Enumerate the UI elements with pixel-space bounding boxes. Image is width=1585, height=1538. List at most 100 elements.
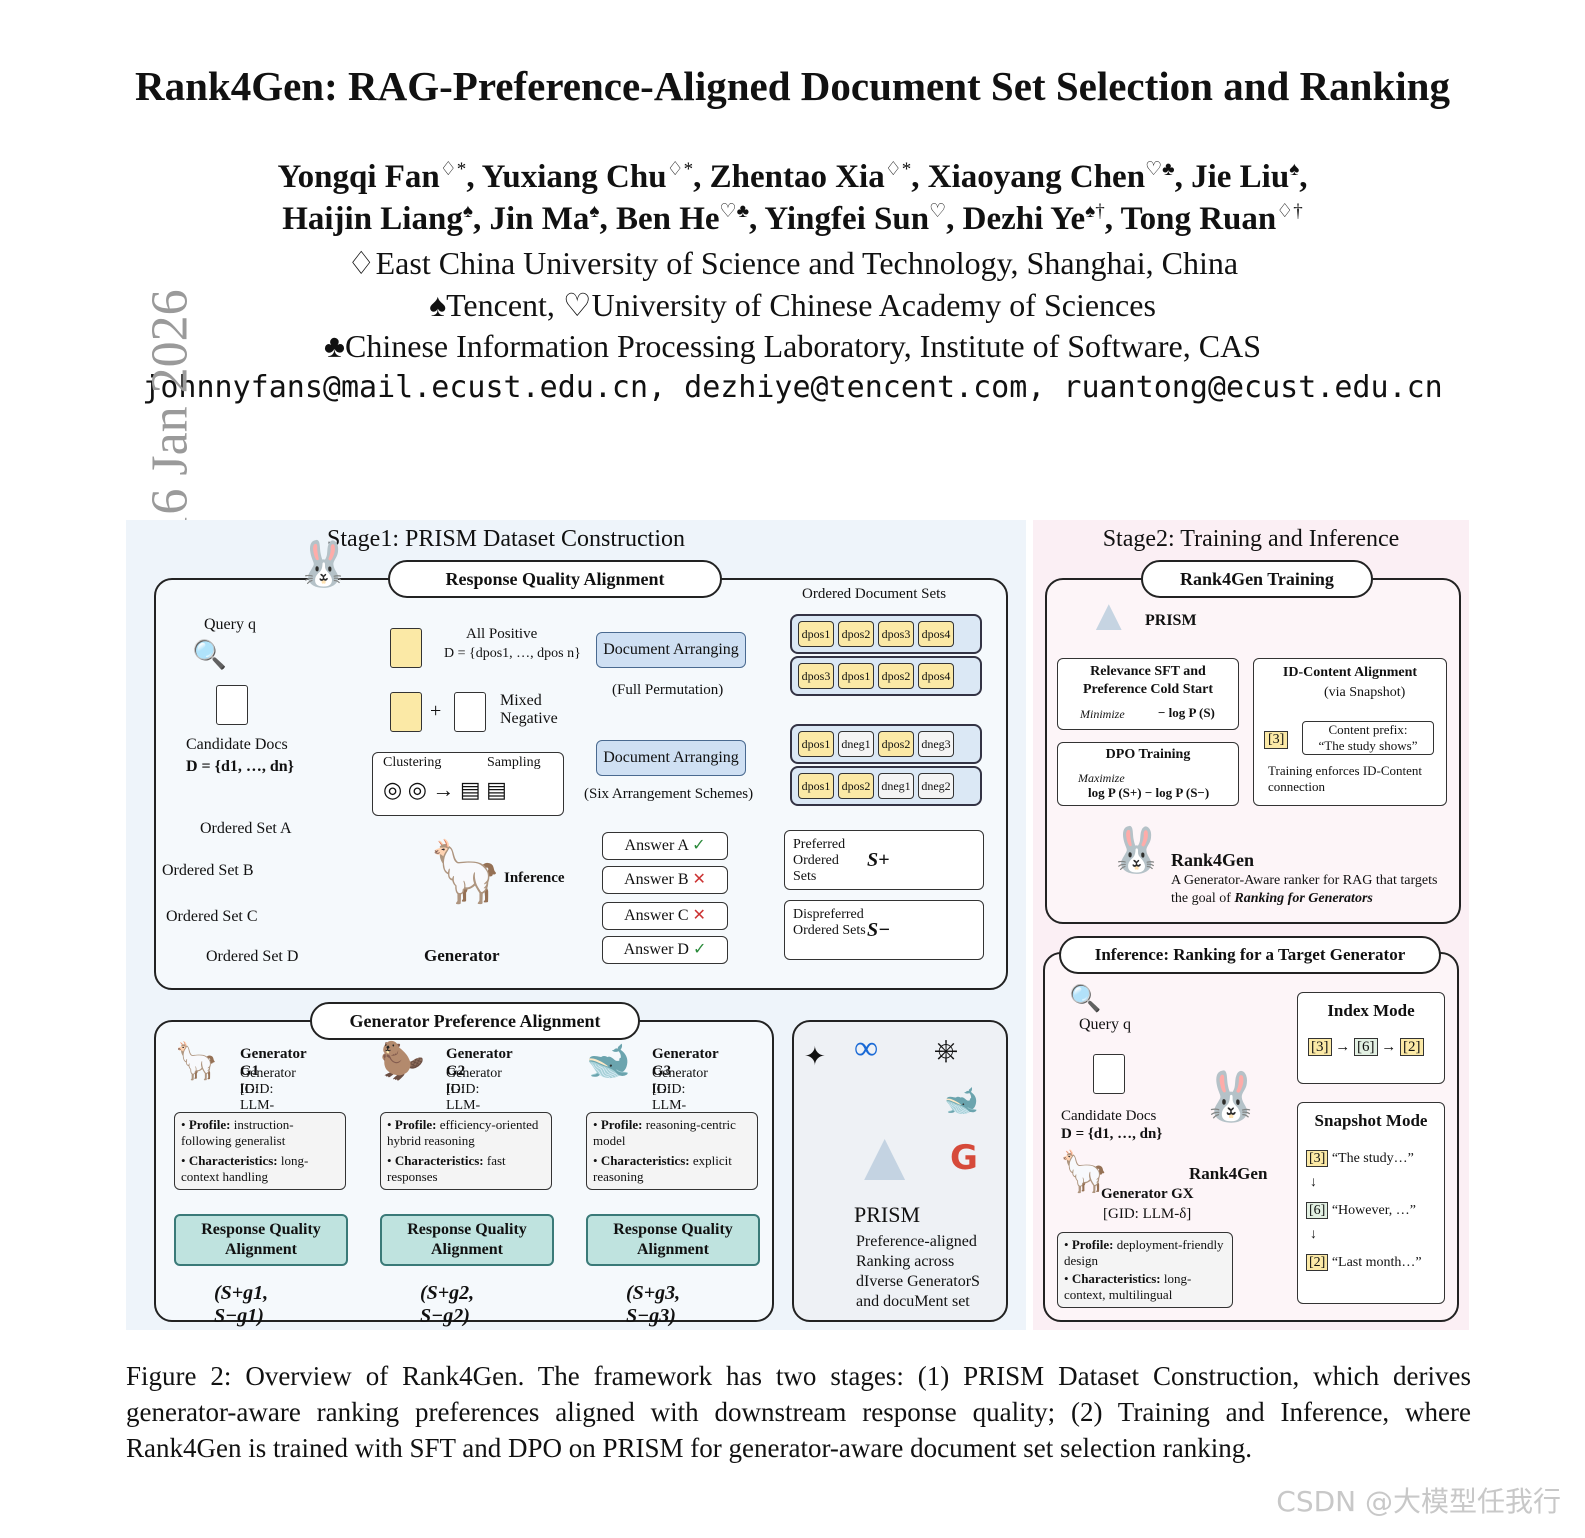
doc-chip: dpos1 (838, 663, 874, 689)
author-name: Zhentao Xia (709, 159, 885, 195)
prism-expansion-line: Ranking across (856, 1253, 955, 1270)
s-plus-label: S+ (867, 849, 890, 871)
six-schemes-label: (Six Arrangement Schemes) (584, 786, 754, 802)
author-list-line1: Yongqi Fan♢*, Yuxiang Chu♢*, Zhentao Xia… (277, 159, 1308, 195)
doc-chip: dpos1 (798, 621, 834, 647)
idc-title: ID-Content Alignment (1282, 665, 1418, 680)
ordered-set-c-label: Ordered Set C (166, 908, 258, 925)
doc-chip: dneg1 (838, 731, 874, 757)
idc-tag: [3] (1264, 731, 1289, 749)
s-minus-label: S− (867, 919, 891, 941)
gen-x-profile: deployment-friendly design (1064, 1237, 1224, 1268)
characteristics-label: Characteristics: (188, 1153, 278, 1168)
prism-expansion-line: and docuMent set (856, 1293, 970, 1310)
author-name: Dezhi Ye (962, 201, 1086, 237)
sampling-label: Sampling (487, 755, 541, 770)
affiliation-ecust: ♢East China University of Science and Te… (346, 245, 1239, 281)
generator-rqa: Response Quality Alignment (380, 1214, 554, 1266)
snapshot-text: “However, …” (1331, 1203, 1417, 1218)
snapshot-item: [3] “The study…” (1306, 1150, 1414, 1167)
check-icon: ✓ (692, 941, 707, 958)
full-permutation-label: (Full Permutation) (612, 682, 724, 698)
inference-title: Inference: Ranking for a Target Generato… (1059, 936, 1441, 974)
cluster-icon: ◎ ◎ → ▤ ▤ (383, 777, 507, 802)
author-name: Haijin Liang (282, 201, 463, 237)
stage2-title: Stage2: Training and Inference (1102, 526, 1400, 552)
generator-avatar-icon: 🦙 (174, 1041, 219, 1081)
ordered-sets-title: Ordered Document Sets (802, 586, 947, 602)
prism-pyramid-icon: ▲ (1087, 591, 1131, 640)
author-name: Ben He (615, 201, 720, 237)
answer-c: Answer C ✕ (602, 902, 728, 930)
inference-docs-set: D = {d1, …, dn} (1061, 1126, 1163, 1142)
generator-rqa: Response Quality Alignment (586, 1214, 760, 1266)
inference-docs-label: Candidate Docs (1061, 1108, 1157, 1124)
cross-icon: ✕ (692, 907, 706, 924)
idc-prefix-label: Content prefix: (1328, 722, 1408, 737)
author-list-line2: Haijin Liang♠, Jin Ma♠, Ben He♡♣, Yingfe… (282, 201, 1303, 237)
index-sequence: [3] → [6] → [2] (1308, 1038, 1424, 1056)
doc-chip: dpos2 (878, 663, 914, 689)
doc-chip: dneg1 (878, 773, 914, 799)
answer-c-text: Answer C (624, 907, 689, 924)
inference-docs-icon (1093, 1054, 1125, 1094)
preferred-label: Preferred Ordered Sets (793, 837, 846, 884)
gen-x-profile-box: • Profile: deployment-friendly design • … (1057, 1232, 1233, 1308)
rank4gen-name: Rank4Gen (1171, 850, 1255, 870)
generator-profile: reasoning-centric model (593, 1117, 736, 1148)
query-label: Query q (204, 616, 256, 633)
generator-name: Generator G1 (240, 1046, 307, 1079)
dispreferred-label: Dispreferred Ordered Sets (793, 907, 866, 938)
doc-chip: dpos2 (838, 773, 874, 799)
check-icon: ✓ (692, 837, 706, 854)
prism-name: PRISM (854, 1202, 921, 1227)
rank4gen-inference-label: Rank4Gen (1189, 1164, 1268, 1183)
deepseek-logo-icon: 🐋 (944, 1086, 979, 1117)
down-arrow-icon: ↓ (1310, 1175, 1317, 1190)
snapshot-id: [2] (1306, 1254, 1329, 1271)
prism-expansion-line: Preference-aligned (856, 1233, 977, 1250)
doc-chip: dpos1 (798, 731, 834, 757)
rank4gen-desc: A Generator-Aware ranker for RAG that ta… (1171, 872, 1451, 908)
doc-chip: dneg3 (918, 731, 954, 757)
idc-prefix-text: “The study shows” (1318, 738, 1418, 753)
ordered-set-d-label: Ordered Set D (206, 948, 299, 965)
author-name: Xiaoyang Chen (927, 159, 1146, 195)
generator-output-pair: (S+g1, S−g1) (214, 1282, 269, 1327)
index-tag: [2] (1400, 1038, 1424, 1056)
prism-expansion: Preference-aligned Ranking across dIvers… (856, 1232, 980, 1312)
author-affil-mark: ♡♣ (719, 201, 750, 222)
idc-box: ID-Content Alignment (via Snapshot) [3] … (1253, 658, 1447, 806)
author-affil-mark: ♠† (1085, 201, 1105, 222)
maximize-label: Maximize (1078, 771, 1125, 785)
ordered-set-b-label: Ordered Set B (162, 862, 254, 879)
meta-logo-icon: ∞ (854, 1030, 879, 1067)
characteristics-label: Characteristics: (394, 1153, 484, 1168)
snapshot-id: [3] (1306, 1150, 1329, 1167)
answer-a: Answer A ✓ (602, 832, 728, 860)
candidate-docs-label: Candidate Docs (186, 736, 288, 753)
sft-box: Relevance SFT and Preference Cold Start … (1057, 658, 1239, 730)
generator-profile: efficiency-oriented hybrid reasoning (387, 1117, 539, 1148)
plus-icon: + (430, 700, 442, 722)
author-affil-mark: ♢* (884, 159, 912, 180)
author-name: Yuxiang Chu (481, 159, 667, 195)
generator-name: Generator G2 (446, 1046, 513, 1079)
author-affil-mark: ♠ (462, 201, 473, 222)
affiliation-tencent-ucas: ♠Tencent, ♡University of Chinese Academy… (429, 287, 1156, 323)
magnifier-icon: 🔍 (192, 640, 227, 671)
generator-name: Generator G3 (652, 1046, 719, 1079)
rank4gen-rabbit-icon: 🐰 (1201, 1071, 1261, 1124)
affiliation-cas: ♣Chinese Information Processing Laborato… (324, 328, 1261, 364)
generator-characteristics: fast responses (387, 1153, 506, 1184)
rank4gen-rabbit-icon: 🐰 (1109, 826, 1164, 875)
author-affil-mark: ♠ (1289, 159, 1300, 180)
stage1-panel: Stage1: PRISM Dataset Construction Respo… (126, 520, 1026, 1330)
index-tag: [6] (1354, 1038, 1378, 1056)
prism-pyramid-icon: ▲ (850, 1119, 920, 1196)
generator-avatar-icon: 🐋 (586, 1041, 631, 1081)
snapshot-mode-title: Snapshot Mode (1314, 1111, 1428, 1130)
author-affil-mark: ♢† (1276, 201, 1303, 222)
figure-caption: Figure 2: Overview of Rank4Gen. The fram… (126, 1361, 1471, 1463)
